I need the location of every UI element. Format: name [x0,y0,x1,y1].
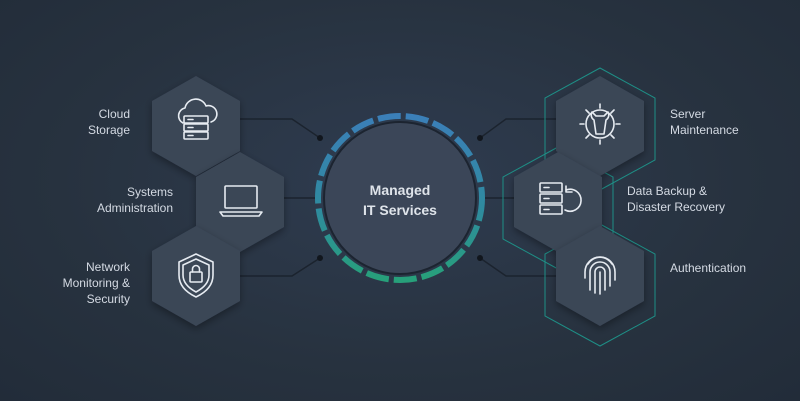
label-line: Server [670,107,706,121]
label-line: Administration [96,201,173,215]
hexagon-network-monitoring [152,226,240,326]
fingerprint-icon [584,256,616,295]
label-data-backup: Data Backup & Disaster Recovery [627,183,767,215]
label-line: Authentication [670,261,747,275]
label-line: Data Backup & [627,184,708,198]
label-line: Storage [87,123,130,137]
label-line: Network [85,260,130,274]
connector-network-monitoring [232,257,321,277]
label-systems-administration: Systems Administration [60,184,173,216]
center-hub [315,113,485,283]
gear-wrench-icon [579,103,621,145]
hexagon-server-maintenance [556,76,644,176]
label-line: Systems [126,185,173,199]
hexagon-systems-administration [196,152,284,252]
label-line: Cloud [98,107,130,121]
label-network-monitoring: Network Monitoring & Security [50,259,130,307]
label-authentication: Authentication [670,260,780,276]
hexagon-cloud-storage [152,76,240,176]
label-line: Monitoring & [62,276,130,290]
hexagon-data-backup [514,152,602,252]
label-cloud-storage: Cloud Storage [60,106,130,138]
cloud-storage-icon [177,98,218,140]
connectors [232,118,562,277]
label-line: Security [86,292,130,306]
server-backup-icon [539,182,582,215]
center-title-line2: IT Services [363,202,437,218]
shield-lock-icon [178,253,214,298]
center-title: Managed IT Services [320,180,480,220]
label-server-maintenance: Server Maintenance [670,106,780,138]
label-line: Disaster Recovery [627,200,726,214]
center-title-line1: Managed [369,182,431,198]
laptop-icon [219,185,263,217]
label-line: Maintenance [670,123,739,137]
connector-cloud-storage [232,118,321,139]
connector-server-maintenance [479,118,562,139]
connector-authentication [479,257,562,277]
